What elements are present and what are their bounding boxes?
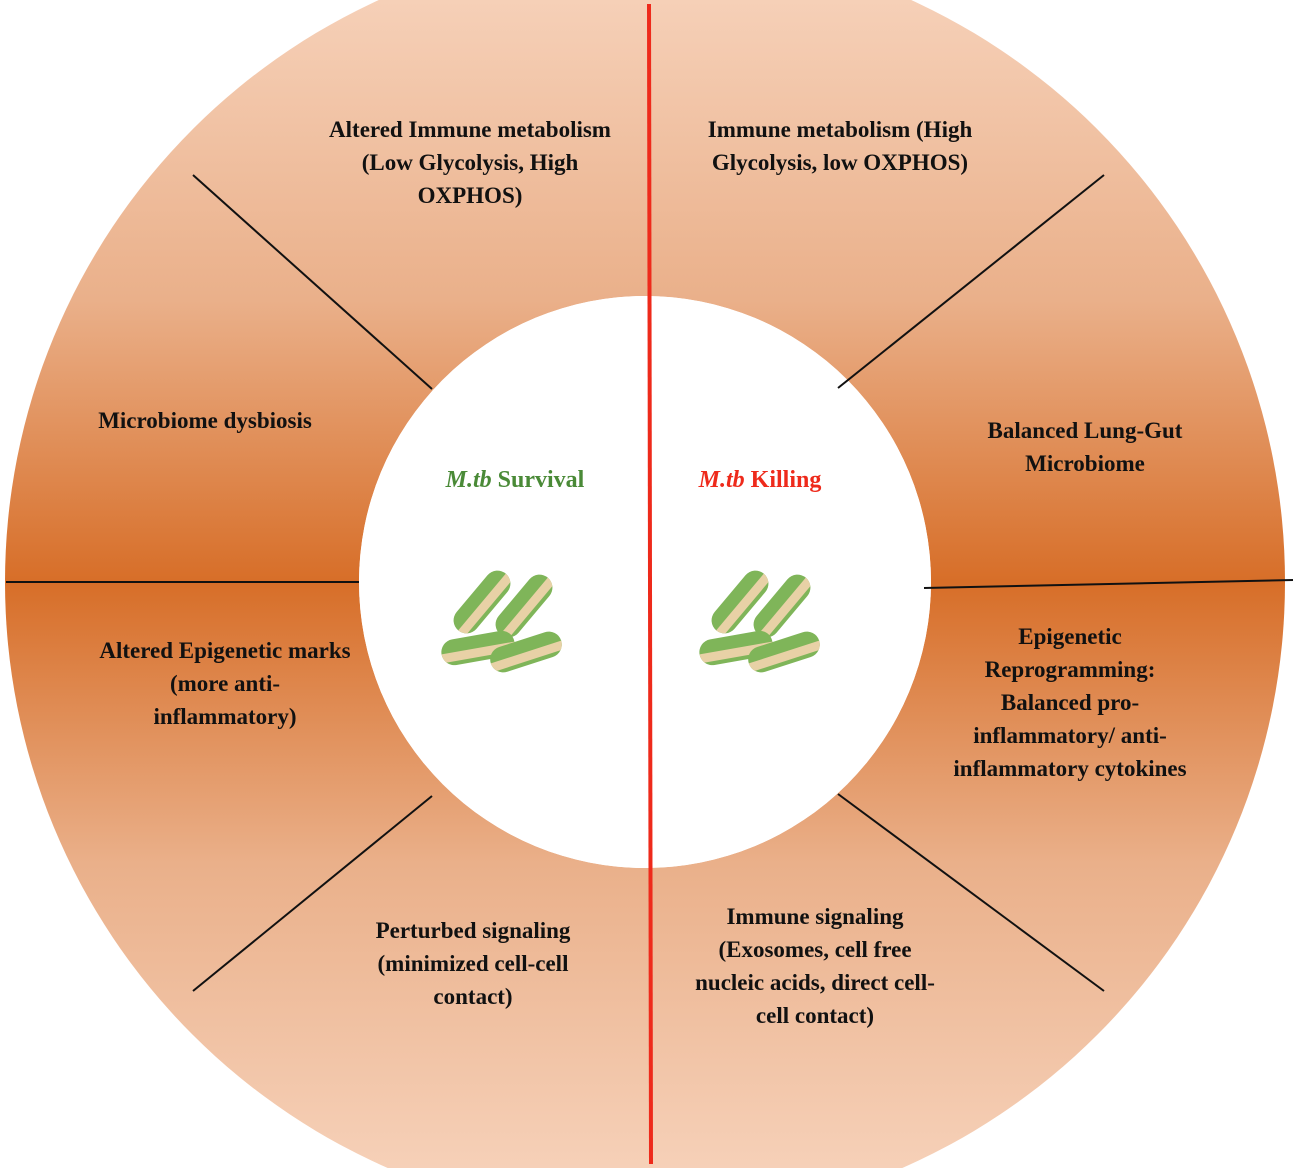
segment-line: (more anti- (169, 671, 281, 696)
segment-line: inflammatory/ anti- (973, 723, 1167, 748)
killing-text: Killing (750, 467, 822, 493)
segment-line: inflammatory cytokines (953, 756, 1187, 781)
center-circle (359, 296, 931, 868)
segment-line: Perturbed signaling (375, 918, 571, 943)
killing-label: M.tb Killing (640, 465, 880, 495)
segment-line: Epigenetic (1018, 624, 1122, 649)
divider-lower-left (192, 795, 433, 992)
segment-line: Glycolysis, low OXPHOS) (711, 150, 969, 175)
divider-upper-left (192, 174, 433, 390)
segment-microbiome-dysbiosis: Microbiome dysbiosis (40, 404, 370, 437)
segment-balanced-lung-gut-microbiome: Balanced Lung-Gut Microbiome (930, 414, 1240, 480)
divider-upper-right (837, 174, 1105, 389)
segment-perturbed-signaling: Perturbed signaling (minimized cell-cell… (325, 914, 621, 1013)
center-divider-line (647, 3, 653, 1165)
segment-line: Microbiome dysbiosis (98, 408, 312, 433)
segment-altered-immune-metabolism: Altered Immune metabolism (Low Glycolysi… (250, 113, 690, 212)
killing-organism: M.tb (698, 467, 745, 493)
segment-line: nucleic acids, direct cell- (695, 970, 935, 995)
segment-line: contact) (433, 984, 513, 1009)
survival-label: M.tb Survival (395, 465, 635, 495)
segment-line: OXPHOS) (417, 183, 523, 208)
segment-line: inflammatory) (153, 704, 297, 729)
segment-line: Reprogramming: (984, 657, 1156, 682)
segment-dividers (6, 174, 1294, 992)
segment-line: Altered Epigenetic marks (99, 638, 351, 663)
divider-horizontal-right (923, 579, 1294, 589)
survival-organism: M.tb (445, 467, 492, 493)
segment-line: Immune signaling (726, 904, 904, 929)
segment-altered-epigenetic-marks: Altered Epigenetic marks (more anti- inf… (40, 634, 410, 733)
segment-line: Balanced Lung-Gut (987, 418, 1183, 443)
segment-line: Altered Immune metabolism (329, 117, 611, 142)
segment-line: Balanced pro- (1000, 690, 1140, 715)
segment-line: (Low Glycolysis, High (361, 150, 579, 175)
survival-text: Survival (497, 467, 585, 493)
divider-lower-right (837, 793, 1105, 992)
segment-line: cell contact) (755, 1003, 875, 1028)
segment-epigenetic-reprogramming: Epigenetic Reprogramming: Balanced pro- … (905, 620, 1235, 785)
segment-line: Immune metabolism (High (707, 117, 973, 142)
segment-line: Microbiome (1025, 451, 1145, 476)
segment-line: (Exosomes, cell free (718, 937, 912, 962)
segment-line: (minimized cell-cell (377, 951, 569, 976)
segment-immune-metabolism: Immune metabolism (High Glycolysis, low … (660, 113, 1020, 179)
segment-immune-signaling: Immune signaling (Exosomes, cell free nu… (665, 900, 965, 1032)
